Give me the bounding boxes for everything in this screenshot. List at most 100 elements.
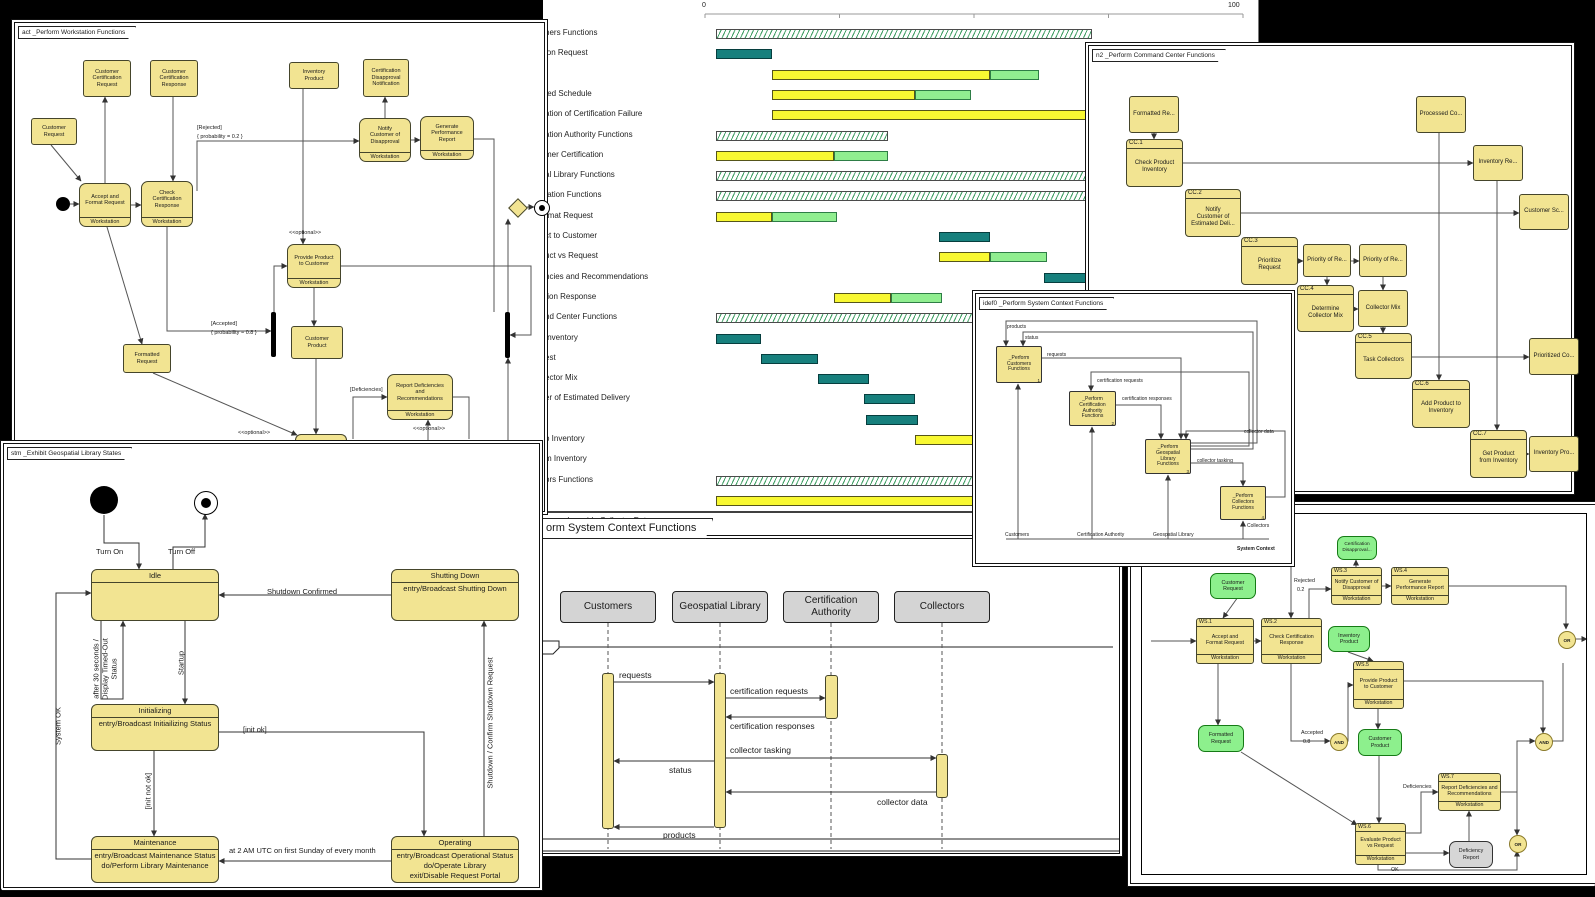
lifeline-geospatial-library[interactable]: Geospatial Library [672,591,768,623]
gantt-bar[interactable] [914,89,972,100]
activity-diagram-tab[interactable]: act _Perform Workstation Functions [18,26,136,39]
final-node[interactable] [534,200,550,216]
processed-collector-io[interactable]: Processed Co... [1416,96,1466,133]
activation-customers[interactable] [602,673,614,829]
inventory-report-io[interactable]: Inventory Re... [1473,145,1523,181]
perform-certification-authority-functions-box[interactable]: _Perform Certification Authority Functio… [1069,391,1116,426]
gantt-bar[interactable] [715,49,773,60]
lifeline-customers[interactable]: Customers [560,591,656,623]
formatted-request-node[interactable]: Formatted Request [123,344,171,373]
gantt-bar[interactable] [772,89,915,100]
gantt-bar[interactable] [914,435,974,445]
gantt-bar[interactable] [715,211,773,222]
customer-certification-response-node[interactable]: Customer Certification Response [150,60,198,97]
gantt-bar[interactable] [772,211,837,222]
gantt-bar[interactable] [990,252,1047,263]
priority-of-request-io-1[interactable]: Priority of Re... [1303,244,1351,277]
gantt-bar[interactable] [715,171,1093,182]
inventory-product-item[interactable]: Inventory Product [1328,626,1370,652]
activity-diagram-window[interactable]: act _Perform Workstation Functions Custo… [14,22,550,512]
gantt-bar[interactable] [834,292,891,303]
certification-disapproval-notification-node[interactable]: Certification Disapproval Notification [363,59,409,97]
state-idle[interactable]: Idle [91,569,219,621]
formatted-request-item[interactable]: Formatted Request [1198,725,1244,752]
state-machine-window[interactable]: stm _Exhibit Geospatial Library States I… [3,443,540,888]
gantt-bar[interactable] [939,252,991,263]
deficiency-report-item[interactable]: Deficiency Report [1449,841,1493,868]
priority-of-request-io-2[interactable]: Priority of Re... [1359,244,1407,277]
fork-bar[interactable] [271,312,276,357]
gantt-bar[interactable] [772,110,1093,121]
gantt-bar[interactable] [866,414,918,425]
and-gate-1[interactable]: AND [1330,733,1348,751]
customer-product-node[interactable]: Customer Product [291,326,343,359]
customer-schedule-io[interactable]: Customer Sc... [1519,194,1569,230]
or-gate-1[interactable]: OR [1558,631,1576,649]
gantt-bar[interactable] [772,69,991,80]
and-gate-2[interactable]: AND [1535,733,1553,751]
final-state[interactable] [194,491,218,515]
certification-disapproval-item[interactable]: Certification Disapproval... [1337,536,1377,560]
gantt-bar[interactable] [761,353,818,364]
activation-collectors[interactable] [936,754,948,798]
or-gate-2[interactable]: OR [1509,835,1527,853]
inventory-product-node[interactable]: Inventory Product [289,62,339,89]
activation-certification-authority[interactable] [825,675,838,719]
lifeline-certification-authority[interactable]: Certification Authority [783,591,879,623]
gantt-bar[interactable] [890,292,942,303]
gantt-bar[interactable] [715,191,1093,202]
customer-certification-request-node[interactable]: Customer Certification Request [83,60,131,97]
customer-request-item[interactable]: Customer Request [1210,573,1256,599]
partial-action-node[interactable] [295,434,347,444]
gantt-bar[interactable] [939,232,991,242]
gantt-bar[interactable] [715,29,1093,39]
idef0-diagram-window[interactable]: idef0 _Perform System Context Functions … [975,293,1292,564]
effbd-diagram-window[interactable]: Customer Request Certification Disapprova… [1130,504,1595,884]
initial-node[interactable] [56,197,70,211]
gantt-bar[interactable] [990,69,1039,80]
sequence-diagram-tab[interactable]: orm System Context Functions [539,518,713,539]
join-bar[interactable] [505,312,510,358]
state-machine-tab[interactable]: stm _Exhibit Geospatial Library States [7,447,132,460]
initial-state[interactable] [90,486,118,514]
gantt-bar[interactable] [863,394,915,405]
n2-diagram-tab[interactable]: n2 _Perform Command Center Functions [1092,49,1226,62]
gantt-bar[interactable] [834,150,888,161]
collector-mix-io[interactable]: Collector Mix [1358,290,1408,327]
customer-request-node[interactable]: Customer Request [31,118,77,145]
prioritized-collector-io[interactable]: Prioritized Co... [1529,338,1579,375]
lifeline-collectors[interactable]: Collectors [894,591,990,623]
gantt-bar[interactable] [817,374,870,385]
gantt-bar[interactable] [715,333,762,344]
decision-node[interactable] [508,198,528,218]
activation-geospatial-library[interactable] [714,673,726,828]
gantt-bar[interactable] [715,150,835,161]
